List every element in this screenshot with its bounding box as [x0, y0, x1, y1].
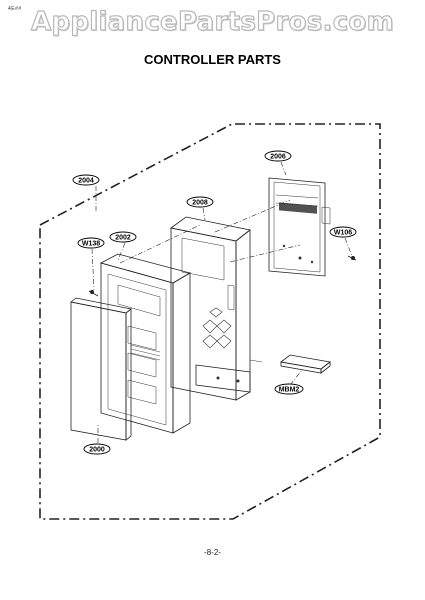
callout-2004: 2004	[72, 174, 100, 186]
svg-text:2006: 2006	[270, 154, 286, 161]
bracket-part-2008	[170, 216, 263, 401]
housing-part-2002	[99, 253, 192, 434]
diagram-title: CONTROLLER PARTS	[144, 52, 281, 67]
svg-text:2002: 2002	[115, 235, 131, 242]
svg-text:W106: W106	[334, 230, 352, 237]
svg-text:2000: 2000	[89, 447, 105, 454]
pcb-part-2006	[268, 177, 331, 277]
leader-lines	[91, 161, 353, 443]
svg-text:2004: 2004	[78, 178, 94, 185]
callout-2006: 2006	[264, 150, 292, 162]
watermark: AppliancePartsPros.com	[30, 6, 394, 37]
callout-2008: 2008	[186, 196, 214, 208]
callout-w106: W106	[329, 226, 357, 238]
svg-text:2008: 2008	[192, 200, 208, 207]
screw-part-w138	[88, 290, 99, 297]
callout-2002: 2002	[109, 231, 137, 243]
callout-w138: W138	[77, 237, 105, 249]
svg-text:W138: W138	[82, 241, 100, 248]
corner-mark: 4E##	[8, 6, 22, 12]
module-part-mbm2	[280, 354, 331, 374]
svg-text:MBM2: MBM2	[279, 387, 300, 394]
callout-2000: 2000	[83, 443, 111, 455]
callout-mbm2: MBM2	[274, 383, 304, 395]
front-panel-part-2000	[70, 297, 161, 441]
screw-part-w106	[347, 255, 357, 261]
page-number: -8-2-	[204, 548, 221, 557]
